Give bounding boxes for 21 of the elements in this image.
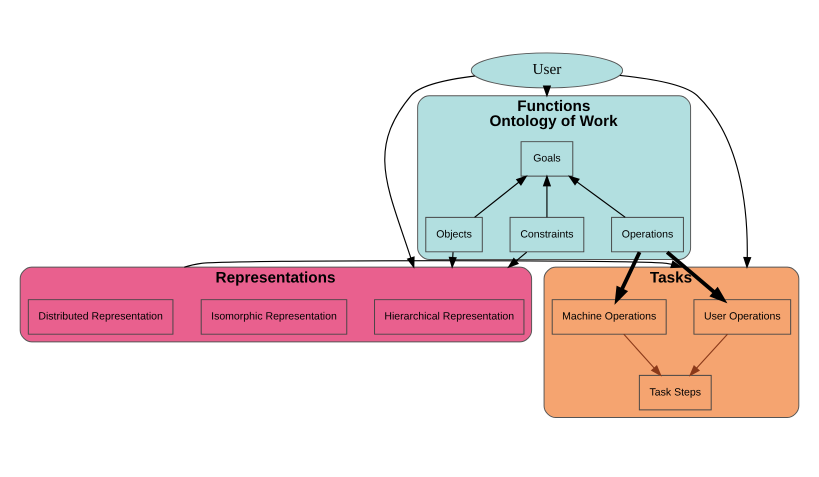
node-box: Machine Operations (552, 298, 667, 334)
arrow (568, 174, 626, 218)
node-box: Isomorphic Representation (200, 298, 348, 334)
node-box: Distributed Representation (28, 298, 174, 334)
arrow (623, 333, 662, 376)
node-box: Objects (425, 216, 483, 252)
arrow (474, 174, 528, 218)
node-box: Task Steps (638, 374, 712, 410)
node-box: Constraints (510, 216, 584, 252)
node-box: Goals (520, 140, 574, 176)
arrow (666, 250, 728, 303)
arrow (542, 174, 552, 217)
arrow (542, 85, 552, 97)
arrow (507, 251, 528, 268)
node-box: Hierarchical Representation (374, 298, 524, 334)
arrow (184, 260, 683, 268)
node-box: User Operations (693, 298, 792, 334)
arrow (620, 74, 752, 268)
node-box: Operations (611, 216, 684, 252)
arrow (688, 333, 728, 376)
arrow (614, 250, 642, 304)
